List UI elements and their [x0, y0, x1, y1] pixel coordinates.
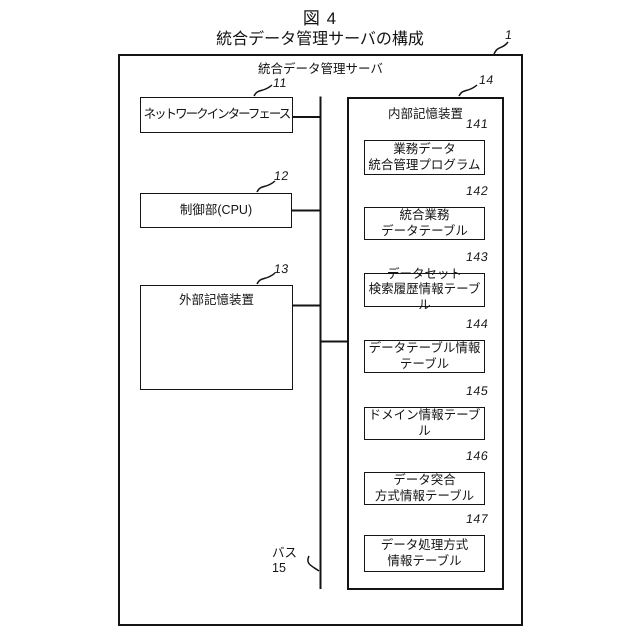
table-box-144: データテーブル情報 テーブル — [364, 340, 485, 373]
leader-ref-11 — [253, 84, 273, 97]
table-box-147-label: データ処理方式 情報テーブル — [380, 538, 469, 568]
figure-number: 図 4 — [302, 9, 338, 28]
leader-bus-label — [307, 555, 320, 572]
table-box-142: 統合業務 データテーブル — [364, 207, 485, 240]
ref-141: 141 — [465, 117, 490, 131]
table-box-147: データ処理方式 情報テーブル — [364, 535, 485, 572]
ref-12: 12 — [273, 169, 290, 183]
external-storage-box: 外部記憶装置 — [140, 285, 293, 390]
network-interface-label: ネットワークインターフェース — [143, 107, 292, 122]
network-interface-box: ネットワークインターフェース — [140, 97, 293, 133]
leader-ref-12 — [256, 180, 276, 193]
leader-ref-14 — [458, 84, 478, 97]
server-label: 統合データ管理サーバ — [258, 62, 383, 76]
ref-11: 11 — [272, 76, 288, 90]
leader-ref-1 — [493, 41, 509, 55]
internal-storage-label: 内部記憶装置 — [387, 107, 463, 121]
table-box-143-label: データセット 検索履歴情報テーブル — [368, 267, 481, 312]
ref-147: 147 — [465, 512, 490, 526]
ref-143: 143 — [465, 250, 490, 264]
program-box-141-label: 業務データ 統合管理プログラム — [368, 142, 481, 172]
table-box-142-label: 統合業務 データテーブル — [381, 208, 468, 238]
ref-144: 144 — [465, 317, 490, 331]
ref-13: 13 — [273, 262, 290, 276]
cpu-label: 制御部(CPU) — [179, 202, 253, 217]
cpu-box: 制御部(CPU) — [140, 193, 292, 228]
external-storage-label: 外部記憶装置 — [178, 293, 254, 307]
program-box-141: 業務データ 統合管理プログラム — [364, 140, 485, 175]
table-box-143: データセット 検索履歴情報テーブル — [364, 267, 485, 312]
server-outline — [118, 54, 523, 626]
table-box-145: ドメイン情報テーブル — [364, 407, 485, 440]
table-box-145-label: ドメイン情報テーブル — [368, 408, 481, 438]
table-box-146-label: データ突合 方式情報テーブル — [374, 473, 475, 503]
ref-146: 146 — [465, 449, 490, 463]
table-box-146: データ突合 方式情報テーブル — [364, 472, 485, 505]
ref-142: 142 — [465, 184, 490, 198]
leader-ref-13 — [256, 272, 276, 285]
figure-caption: 統合データ管理サーバの構成 — [216, 31, 424, 48]
ref-14: 14 — [478, 73, 495, 87]
ref-145: 145 — [465, 384, 490, 398]
table-box-144-label: データテーブル情報 テーブル — [368, 341, 481, 371]
bus-label: バス 15 — [272, 546, 298, 575]
